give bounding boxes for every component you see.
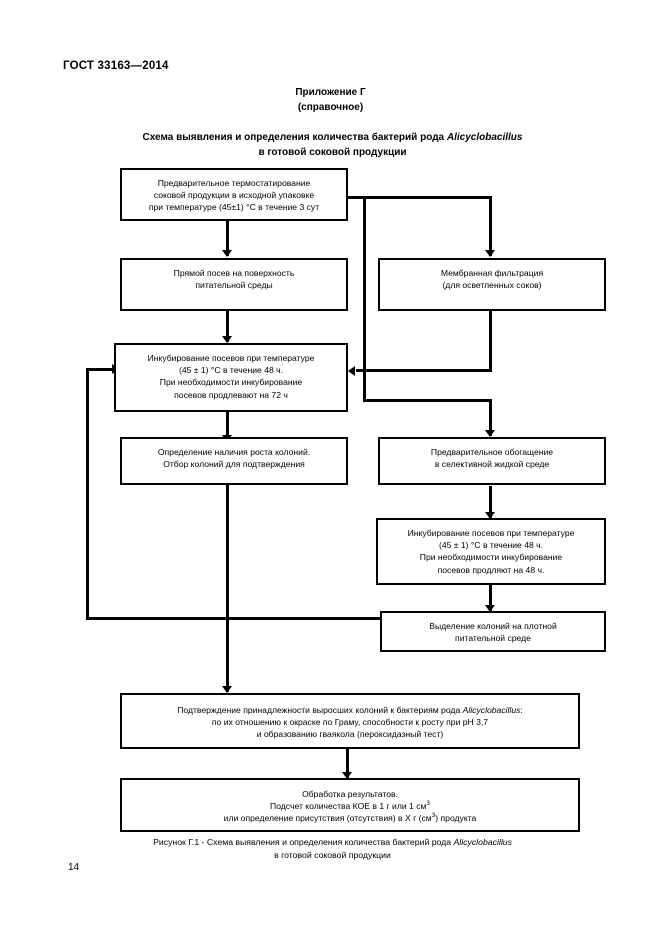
- connector-to-membrane-vertical: [489, 196, 492, 256]
- arrowhead-into-direct-plating: [222, 250, 232, 257]
- connector-rail-vertical: [363, 196, 366, 402]
- connector-feedback-into-incubation: [86, 368, 114, 371]
- node-line: питательной среды: [195, 280, 273, 291]
- scheme-title: Схема выявления и определения количества…: [60, 130, 605, 160]
- scheme-title-line-2: в готовой соковой продукции: [258, 147, 407, 158]
- node-preliminary-thermostating[interactable]: Предварительное термостатирование соково…: [120, 168, 348, 221]
- standard-header: ГОСТ 33163—2014: [63, 60, 169, 72]
- node-incubation-72[interactable]: Инкубирование посевов при температуре (4…: [114, 343, 348, 412]
- scheme-title-prefix: Схема выявления и определения количества…: [142, 132, 447, 143]
- node-line: в селективной жидкой среде: [434, 459, 550, 470]
- connector-enrichment-to-incubation-48: [489, 486, 492, 518]
- page-number: 14: [68, 862, 80, 873]
- connector-membrane-left-to-incubation: [356, 369, 492, 372]
- appendix-heading: Приложение Г (справочное): [0, 85, 661, 115]
- node-line: посевов продлевают на 72 ч: [174, 389, 288, 400]
- node-line: питательной среде: [455, 633, 531, 644]
- node-colony-isolation[interactable]: Выделение колоний на плотной питательной…: [380, 611, 606, 652]
- node-line: Выделение колоний на плотной: [429, 621, 557, 631]
- node-incubation-48[interactable]: Инкубирование посевов при температуре (4…: [376, 518, 606, 585]
- node-preliminary-enrichment[interactable]: Предварительное обогащение в селективной…: [378, 437, 606, 485]
- node-line: При необходимости инкубирование: [159, 377, 303, 388]
- node-line: при температуре (45±1) °С в течение 3 су…: [148, 202, 320, 213]
- appendix-kind: (справочное): [297, 102, 364, 113]
- connector-membrane-down: [489, 310, 492, 372]
- node-line: Прямой посев на поверхность: [173, 268, 295, 278]
- node-line: Подтверждение принадлежности выросших ко…: [177, 705, 523, 715]
- figure-caption-genus: Alicyclobacillus: [453, 837, 512, 847]
- node-line: Определение наличия роста колоний.: [157, 447, 311, 457]
- node-line: Мембранная фильтрация: [440, 268, 544, 278]
- arrowhead-into-incubation-72: [222, 336, 232, 343]
- connector-rail-top-horizontal: [348, 196, 366, 199]
- node-line: Предварительное обогащение: [430, 447, 554, 457]
- node-line: по их отношению к окраске по Граму, спос…: [211, 717, 489, 728]
- node-line: (для осветленных соков): [442, 280, 542, 291]
- connector-thermostating-to-direct-plating: [226, 220, 229, 256]
- arrowhead-into-colony-isolation: [485, 605, 495, 612]
- connector-rail-to-enrichment-vertical: [489, 399, 492, 436]
- arrowhead-into-results-processing: [342, 772, 352, 779]
- node-line: Инкубирование посевов при температуре: [147, 353, 315, 363]
- node-line: При необходимости инкубирование: [419, 552, 563, 563]
- connector-feedback-vertical: [86, 368, 89, 620]
- results-presence-suffix: ) продукта: [435, 813, 477, 824]
- node-line: и образованию гваякола (пероксидазный те…: [256, 729, 444, 740]
- connector-rail-bottom-horizontal: [363, 399, 492, 402]
- figure-caption-prefix: Рисунок Г.1 - Схема выявления и определе…: [153, 837, 454, 847]
- connector-feedback-horizontal: [86, 617, 382, 620]
- arrowhead-into-preliminary-enrichment: [485, 430, 495, 437]
- figure-caption-line-1: Рисунок Г.1 - Схема выявления и определе…: [60, 836, 605, 849]
- arrowhead-into-confirmation: [222, 686, 232, 693]
- node-line: (45 ± 1) °С в течение 48 ч.: [178, 365, 284, 376]
- node-membrane-filtration[interactable]: Мембранная фильтрация (для осветленных с…: [378, 258, 606, 311]
- arrowhead-into-incubation-48: [485, 512, 495, 519]
- node-line: посевов продляют на 48 ч.: [437, 564, 545, 575]
- results-presence-text: или определение присутствия (отсутствия)…: [223, 813, 432, 824]
- connector-growth-check-to-confirmation: [226, 484, 229, 692]
- appendix-label: Приложение Г: [295, 87, 366, 98]
- figure-caption: Рисунок Г.1 - Схема выявления и определе…: [60, 836, 605, 862]
- connector-thermostating-right-stub: [348, 196, 492, 199]
- node-line: Инкубирование посевов при температуре: [407, 528, 575, 538]
- results-count-text: Подсчет количества КОЕ в 1 г или 1 см: [270, 801, 427, 812]
- node-line: или определение присутствия (отсутствия)…: [122, 812, 578, 824]
- node-line: Подсчет количества КОЕ в 1 г или 1 см3: [122, 800, 578, 812]
- scheme-title-line-1: Схема выявления и определения количества…: [60, 130, 605, 145]
- connector-direct-plating-to-incubation: [226, 310, 229, 342]
- figure-caption-line-2: в готовой соковой продукции: [274, 850, 391, 860]
- connector-confirmation-to-results: [346, 748, 349, 778]
- node-confirmation[interactable]: Подтверждение принадлежности выросших ко…: [120, 693, 580, 749]
- connector-incubation-to-growth-check: [226, 411, 229, 441]
- results-presence-superscript: 3: [431, 812, 436, 820]
- node-direct-plating[interactable]: Прямой посев на поверхность питательной …: [120, 258, 348, 311]
- node-results-processing[interactable]: Обработка результатов. Подсчет количеств…: [120, 778, 580, 832]
- confirmation-genus: Alicyclobacillus: [462, 705, 521, 715]
- node-line: (45 ± 1) °С в течение 48 ч.: [438, 540, 544, 551]
- scheme-title-genus: Alicyclobacillus: [446, 132, 523, 143]
- connector-incubation-48-to-isolation: [489, 585, 492, 611]
- node-line: Отбор колоний для подтверждения: [163, 459, 305, 470]
- node-line: соковой продукции в исходной упаковке: [153, 190, 315, 201]
- node-line: Обработка результатов.: [302, 789, 398, 799]
- results-count-superscript: 3: [426, 800, 430, 808]
- node-colony-growth-check[interactable]: Определение наличия роста колоний. Отбор…: [120, 437, 348, 485]
- node-line: Предварительное термостатирование: [157, 178, 311, 188]
- arrowhead-into-membrane-filtration: [485, 250, 495, 257]
- arrowhead-into-incubation-72-right: [348, 366, 355, 376]
